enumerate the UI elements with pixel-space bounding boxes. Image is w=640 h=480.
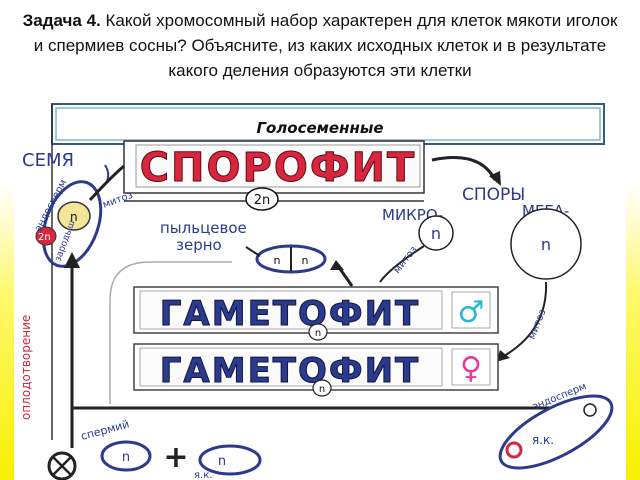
male-gametophyte-title: ГАМЕТОФИТ [160, 294, 421, 334]
male-gametophyte-inner [139, 290, 443, 330]
endosperm-ploidy: n [70, 210, 78, 224]
task-number: Задача 4. [22, 11, 101, 30]
sperm-ploidy: n [122, 450, 130, 465]
pollen-arrowhead [330, 260, 344, 270]
sporophyte-to-spores-arrow [431, 156, 497, 181]
seed-oval [41, 180, 103, 268]
egg-dot [505, 441, 523, 459]
egg-cell-label: я.к. [532, 433, 554, 447]
pollen-grain-label-1: пыльцевое [160, 219, 247, 237]
pollen-grain-label-2: зерно [176, 236, 222, 254]
megaspore-ploidy: n [541, 235, 551, 254]
mitosis-label-3: митоз [527, 308, 549, 341]
megaspore-circle [510, 208, 582, 280]
egg-cell-bottom-label: я.к. [194, 470, 212, 480]
microspore-circle [418, 215, 454, 251]
spores-label: СПОРЫ [462, 185, 525, 205]
plus-sign: + [163, 440, 188, 475]
embryo-ploidy: 2n [38, 232, 51, 243]
male-symbol-box [451, 291, 491, 329]
pollen-cell-1: n [274, 254, 281, 267]
female-symbol: ♀ [460, 351, 482, 386]
endosperm-dot [583, 403, 597, 417]
mitosis-label-2: митоз [392, 244, 420, 275]
female-ploidy: n [319, 384, 325, 395]
mitosis-label-1: митоз [101, 190, 134, 211]
male-ploidy-oval [308, 323, 328, 341]
female-ploidy-oval [312, 379, 332, 397]
task-text: Какой хромосомный набор характерен для к… [33, 11, 618, 80]
sporophyte-title: СПОРОФИТ [140, 145, 417, 191]
fusion-circle [47, 451, 77, 480]
sporophyte-inner [135, 144, 421, 188]
seed-to-sporophyte-arrow [88, 164, 125, 202]
spores-arrowhead [489, 171, 501, 186]
female-symbol-box [451, 348, 491, 386]
sperm-oval [100, 440, 152, 472]
mega-to-female-arrow [503, 281, 548, 357]
fusion-cross-2 [51, 455, 73, 477]
pollen-label-arrow [245, 246, 261, 257]
embryo-cell [35, 226, 57, 246]
header-inner-frame [55, 107, 601, 141]
female-arrowhead [496, 350, 510, 362]
fertilization-arrowhead [64, 252, 80, 268]
seed-label: СЕМЯ [22, 150, 74, 171]
egg-oval [198, 444, 262, 476]
pollen-cell-2: n [302, 254, 309, 267]
task-statement: Задача 4. Какой хромосомный набор характ… [18, 8, 622, 83]
sporophyte-ploidy: 2n [254, 193, 271, 208]
sporophyte-ploidy-oval [245, 187, 279, 211]
female-gametophyte-title: ГАМЕТОФИТ [160, 351, 421, 391]
micro-to-gametophyte-arrow [379, 245, 425, 283]
inner-frame-line [109, 261, 232, 404]
microspore-ploidy: n [431, 224, 441, 243]
female-gametophyte-inner [139, 347, 443, 387]
male-ploidy: n [315, 328, 321, 339]
header-title: Голосеменные [256, 119, 383, 137]
male-symbol: ♂ [458, 295, 485, 330]
egg-ploidy: n [218, 454, 226, 469]
fertilization-label: оплодотворение [19, 315, 33, 420]
ovule-oval [498, 394, 614, 470]
sperm-label: спермий [79, 418, 130, 443]
endosperm-cell [57, 201, 91, 231]
